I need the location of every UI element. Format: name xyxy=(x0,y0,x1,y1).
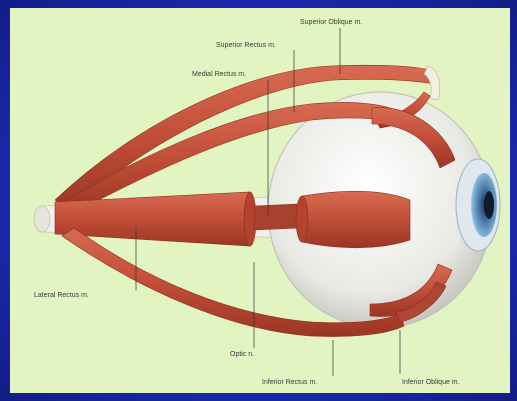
label-medial-rectus: Medial Rectus m. xyxy=(192,71,246,78)
label-superior-rectus: Superior Rectus m. xyxy=(216,42,276,49)
medial-rectus-muscle xyxy=(254,204,300,230)
label-optic-nerve: Optic n. xyxy=(230,351,254,358)
label-inferior-rectus: Inferior Rectus m. xyxy=(262,379,317,386)
label-lateral-rectus: Lateral Rectus m. xyxy=(34,292,89,299)
label-superior-oblique: Superior Oblique m. xyxy=(300,19,362,26)
label-inferior-oblique: Inferior Oblique m. xyxy=(402,379,460,386)
pupil xyxy=(484,191,494,219)
